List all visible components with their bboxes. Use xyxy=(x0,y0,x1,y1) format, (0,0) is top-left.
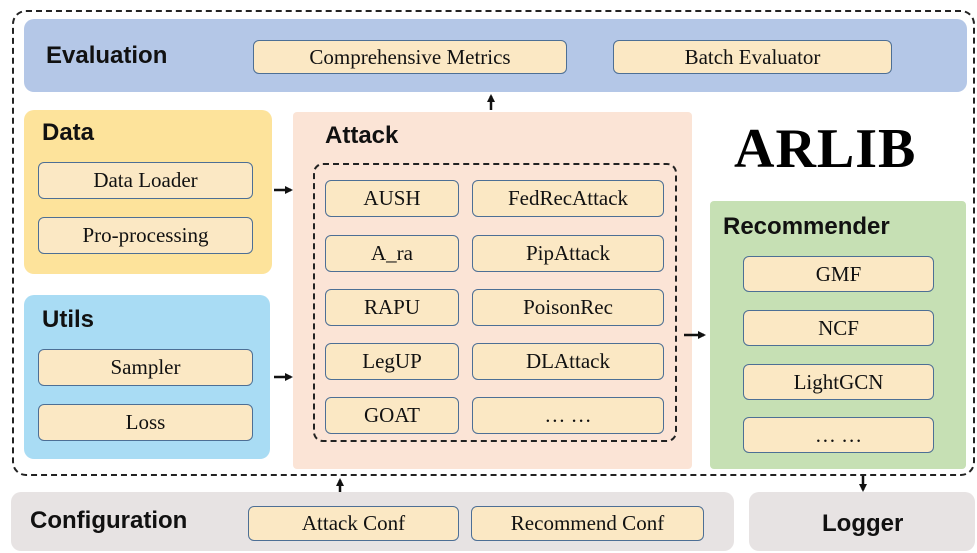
attack-item-rapu: RAPU xyxy=(325,289,459,326)
attack-title: Attack xyxy=(325,122,399,149)
logger-panel xyxy=(749,492,975,551)
config-item-attack-conf: Attack Conf xyxy=(248,506,459,541)
utils-title: Utils xyxy=(42,306,95,333)
recommender-title: Recommender xyxy=(723,213,890,240)
attack-item-more: … … xyxy=(472,397,664,434)
attack-item-poisonrec: PoisonRec xyxy=(472,289,664,326)
attack-methods-group xyxy=(313,163,677,442)
evaluation-title: Evaluation xyxy=(46,42,168,69)
eval-item-batch-evaluator: Batch Evaluator xyxy=(613,40,892,74)
data-item-pro-processing: Pro-processing xyxy=(38,217,253,254)
arlib-title: ARLIB xyxy=(734,118,917,180)
utils-item-loss: Loss xyxy=(38,404,253,441)
attack-item-fedrecattack: FedRecAttack xyxy=(472,180,664,217)
attack-item-aush: AUSH xyxy=(325,180,459,217)
attack-item-a-ra: A_ra xyxy=(325,235,459,272)
framework-boundary xyxy=(12,10,975,476)
logger-title: Logger xyxy=(822,510,904,537)
attack-item-pipattack: PipAttack xyxy=(472,235,664,272)
eval-item-comprehensive-metrics: Comprehensive Metrics xyxy=(253,40,567,74)
configuration-title: Configuration xyxy=(30,507,188,534)
recommender-item-gmf: GMF xyxy=(743,256,934,292)
recommender-item-more: … … xyxy=(743,417,934,453)
utils-item-sampler: Sampler xyxy=(38,349,253,386)
recommender-item-lightgcn: LightGCN xyxy=(743,364,934,400)
recommender-item-ncf: NCF xyxy=(743,310,934,346)
attack-item-legup: LegUP xyxy=(325,343,459,380)
attack-item-goat: GOAT xyxy=(325,397,459,434)
data-item-data-loader: Data Loader xyxy=(38,162,253,199)
config-item-recommend-conf: Recommend Conf xyxy=(471,506,704,541)
attack-item-dlattack: DLAttack xyxy=(472,343,664,380)
data-title: Data xyxy=(42,119,95,146)
